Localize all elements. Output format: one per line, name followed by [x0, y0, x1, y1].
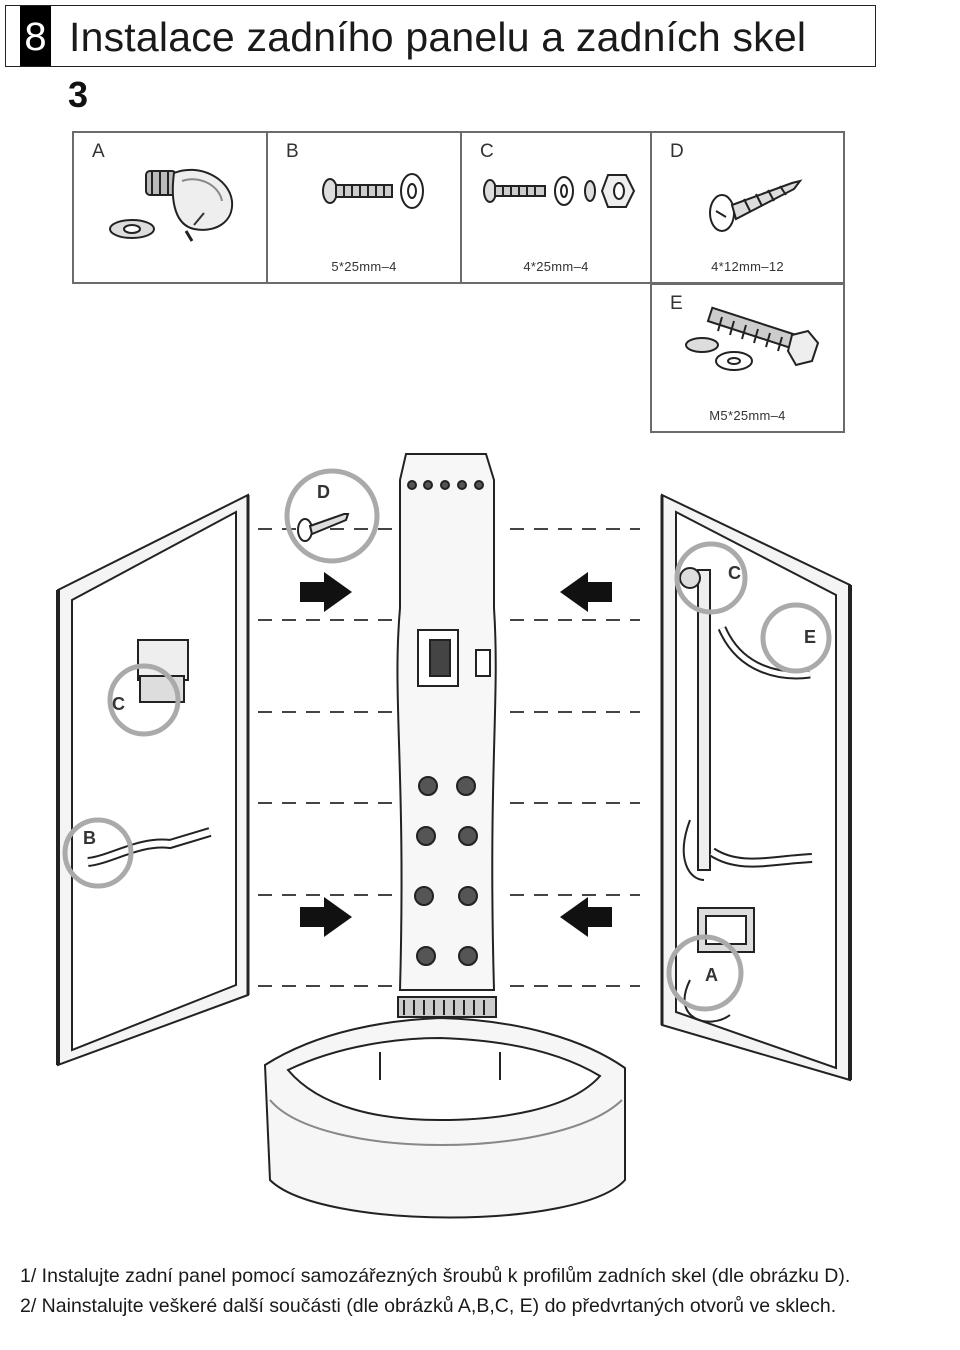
callout-c-right-label: C [728, 563, 741, 583]
arrow-left-icon [560, 572, 612, 612]
callout-a-circle [666, 934, 744, 1012]
callout-d-circle [284, 468, 380, 564]
section-title: Instalace zadního panelu a zadních skel [69, 14, 807, 60]
callout-c-left-label: C [112, 694, 125, 714]
instruction-2: 2/ Nainstalujte veškeré další součásti (… [20, 1295, 837, 1317]
callout-c-right-circle [674, 541, 748, 615]
part-b-spec: 5*25mm–4 [331, 259, 397, 274]
bathtub-base [263, 1016, 626, 1219]
part-a-cell: A [72, 131, 268, 284]
part-d-spec: 4*12mm–12 [711, 259, 784, 274]
part-e-spec: M5*25mm–4 [709, 408, 786, 423]
screw-d-icon [297, 513, 350, 542]
callout-a-label: A [705, 965, 718, 985]
knob-screw-icon [109, 168, 234, 242]
part-b-letter: B [286, 141, 299, 162]
part-c-spec: 4*25mm–4 [523, 259, 589, 274]
shower-column-panel [396, 453, 497, 1018]
callout-c-left-circle [107, 663, 181, 737]
section-header: 8 Instalace zadního panelu a zadních ske… [5, 5, 876, 67]
instruction-1: 1/ Instalujte zadní panel pomocí samozář… [20, 1265, 851, 1287]
callout-b-circle [62, 817, 134, 889]
part-e-letter: E [670, 293, 683, 314]
callout-e-label: E [804, 627, 816, 647]
part-a-letter: A [92, 141, 105, 162]
arrow-right-icon [300, 897, 352, 937]
bolt-with-washer-icon [322, 173, 424, 209]
step-number-badge: 8 [20, 6, 51, 66]
arrow-right-icon [300, 572, 352, 612]
callout-e-circle [760, 602, 832, 674]
part-c-cell: C 4*25mm–4 [460, 131, 652, 284]
part-b-cell: B 5*25mm–4 [266, 131, 462, 284]
instructions: 1/ Instalujte zadní panel pomocí samozář… [20, 1261, 955, 1321]
callout-b-label: B [83, 828, 96, 848]
part-d-cell: D 4*12mm–12 [650, 131, 845, 284]
hex-bolt-washer-icon [685, 306, 820, 371]
part-d-letter: D [670, 141, 684, 162]
substep-number: 3 [68, 74, 89, 115]
bolt-nut-washer-icon [483, 174, 636, 208]
assembly-diagram: D C B C E A [56, 453, 852, 1219]
guide-lines [258, 528, 640, 987]
callout-d-label: D [317, 482, 330, 502]
parts-legend: A B 5*25m [0, 0, 960, 440]
arrow-left-icon [560, 897, 612, 937]
self-tapping-screw-icon [709, 179, 803, 232]
right-glass-panel [660, 493, 852, 1082]
part-e-cell: E M5*25mm–4 [650, 283, 845, 433]
left-glass-panel [56, 493, 250, 1067]
part-c-letter: C [480, 141, 494, 162]
